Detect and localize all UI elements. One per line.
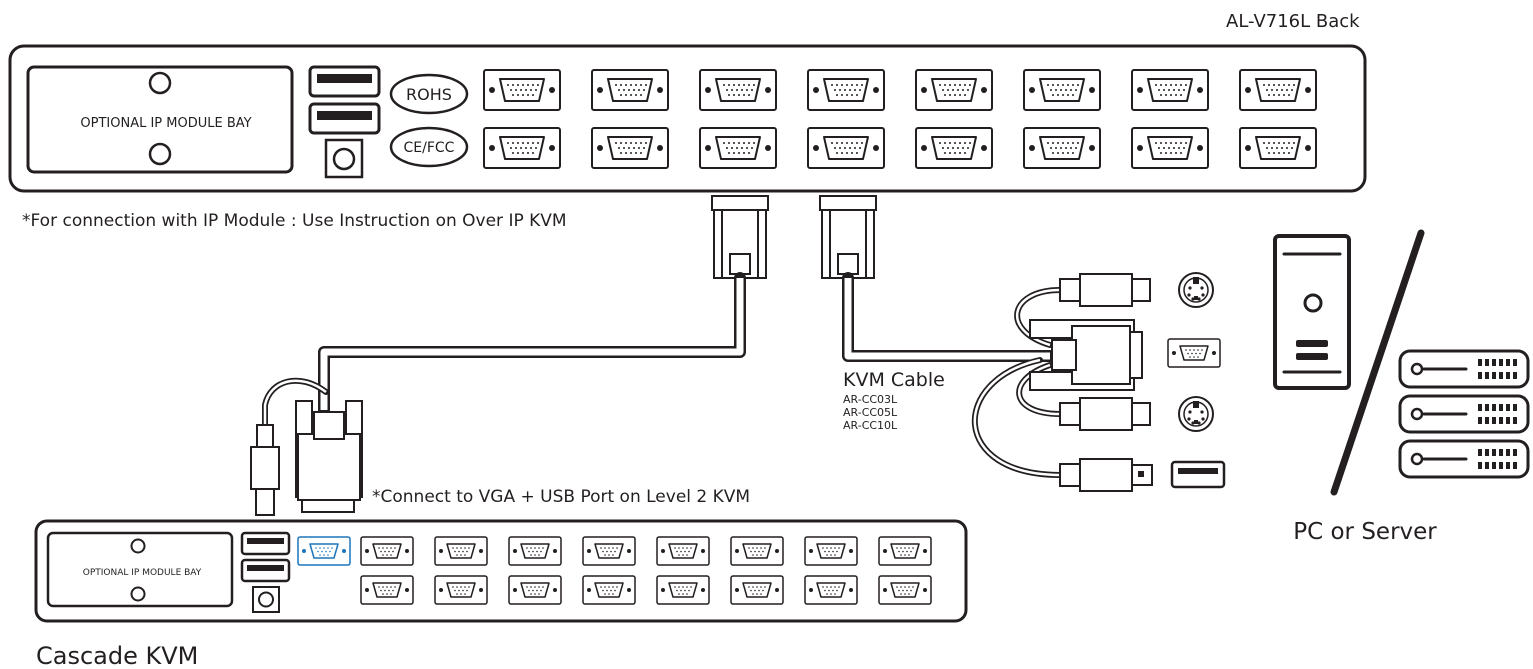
ip-module-bay-label: OPTIONAL IP MODULE BAY bbox=[80, 116, 251, 131]
rohs-badge: ROHS bbox=[389, 73, 469, 115]
kvm-port bbox=[591, 69, 669, 111]
svg-text:OPTIONAL IP MODULE BAY: OPTIONAL IP MODULE BAY bbox=[83, 568, 202, 578]
cefcc-badge: CE/FCC bbox=[389, 126, 469, 168]
kvm-port bbox=[1239, 127, 1317, 169]
kvm-port bbox=[1131, 69, 1209, 111]
main-kvm-panel: OPTIONAL IP MODULE BAY ROHS CE/FCC bbox=[8, 44, 1367, 193]
ps2-port-icon bbox=[1178, 396, 1214, 432]
kvm-cable bbox=[819, 195, 1153, 492]
power-button bbox=[324, 138, 364, 179]
cascade-note: *Connect to VGA + USB Port on Level 2 KV… bbox=[372, 487, 750, 507]
kvm-port bbox=[591, 127, 669, 169]
kvm-port bbox=[1131, 127, 1209, 169]
kvm-port bbox=[483, 69, 561, 111]
kvm-port bbox=[1239, 69, 1317, 111]
kvm-port bbox=[1023, 127, 1101, 169]
cascade-power-button bbox=[252, 586, 280, 613]
kvm-port bbox=[582, 536, 636, 566]
kvm-port bbox=[508, 536, 562, 566]
kvm-cable-ps2-plug-bottom bbox=[1059, 397, 1151, 431]
cascade-usb-plug bbox=[250, 424, 280, 516]
ip-module-note: *For connection with IP Module : Use Ins… bbox=[22, 211, 567, 231]
kvm-cable-label: KVM Cable AR-CC03L AR-CC05L AR-CC10L bbox=[843, 369, 945, 432]
kvm-port bbox=[915, 127, 993, 169]
cascade-ip-module-bay: OPTIONAL IP MODULE BAY bbox=[46, 531, 234, 608]
kvm-port bbox=[807, 69, 885, 111]
kvm-port bbox=[434, 575, 488, 605]
kvm-port bbox=[915, 69, 993, 111]
svg-text:CE/FCC: CE/FCC bbox=[404, 140, 455, 156]
kvm-port bbox=[878, 536, 932, 566]
kvm-port bbox=[730, 536, 784, 566]
kvm-port bbox=[360, 575, 414, 605]
kvm-port bbox=[804, 536, 858, 566]
cascade-kvm-label: Cascade KVM bbox=[36, 642, 198, 669]
pc-ports bbox=[1167, 272, 1226, 489]
kvm-port bbox=[508, 575, 562, 605]
kvm-cable-vga-plug bbox=[1029, 319, 1143, 391]
ps2-port-icon bbox=[1178, 272, 1214, 308]
server-rack-icon bbox=[1398, 349, 1530, 479]
kvm-port bbox=[699, 69, 777, 111]
kvm-port bbox=[483, 127, 561, 169]
cascade-cable bbox=[250, 195, 769, 516]
kvm-port bbox=[1023, 69, 1101, 111]
divider-slash bbox=[1330, 229, 1425, 496]
kvm-port bbox=[656, 536, 710, 566]
svg-text:ROHS: ROHS bbox=[406, 85, 452, 104]
kvm-cable-usb-plug bbox=[1059, 458, 1153, 492]
kvm-cable-model: AR-CC10L bbox=[843, 419, 898, 432]
vga-port-icon bbox=[1167, 338, 1221, 368]
kvm-cable-ps2-plug-top bbox=[1059, 273, 1151, 307]
kvm-port bbox=[656, 575, 710, 605]
main-kvm-title: AL-V716L Back bbox=[1226, 11, 1360, 32]
cascade-vga-plug bbox=[295, 400, 363, 513]
ip-module-bay: OPTIONAL IP MODULE BAY bbox=[26, 65, 294, 174]
cascade-usb-ports bbox=[240, 531, 291, 583]
usb-port-icon bbox=[1170, 460, 1226, 489]
kvm-cable-model: AR-CC03L bbox=[843, 393, 898, 406]
usb-ports bbox=[308, 65, 381, 135]
kvm-port bbox=[699, 127, 777, 169]
kvm-port bbox=[582, 575, 636, 605]
kvm-port bbox=[878, 575, 932, 605]
kvm-port bbox=[807, 127, 885, 169]
cascade-kvm-panel: OPTIONAL IP MODULE BAY bbox=[34, 519, 968, 623]
pc-tower-icon bbox=[1273, 234, 1351, 390]
svg-text:KVM Cable: KVM Cable bbox=[843, 369, 945, 391]
cascade-vga-port-highlight bbox=[297, 536, 351, 566]
kvm-cable-model: AR-CC05L bbox=[843, 406, 898, 419]
kvm-port bbox=[360, 536, 414, 566]
kvm-port bbox=[804, 575, 858, 605]
kvm-port bbox=[730, 575, 784, 605]
pc-or-server-label: PC or Server bbox=[1293, 519, 1437, 545]
kvm-port bbox=[434, 536, 488, 566]
